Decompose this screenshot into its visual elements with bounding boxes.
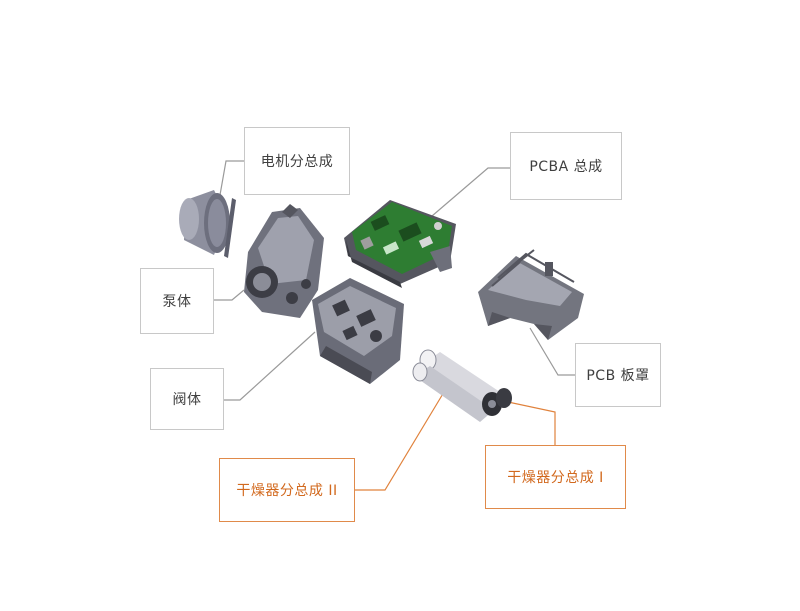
label-pcb-cover: PCB 板罩 xyxy=(575,343,661,407)
motor-part xyxy=(179,190,236,258)
label-valve-body: 阀体 xyxy=(150,368,224,430)
leader-line-pcba xyxy=(424,167,510,223)
pcb-cover-part xyxy=(478,249,584,340)
dryer-part xyxy=(412,349,512,422)
label-pump-body: 泵体 xyxy=(140,268,214,334)
label-dryer-subassembly-2: 干燥器分总成 II xyxy=(219,458,355,522)
pcba-part xyxy=(344,200,456,288)
leader-line-dryer-1 xyxy=(507,401,556,445)
leader-line-dryer-2 xyxy=(355,391,445,491)
label-dryer-subassembly-1: 干燥器分总成 I xyxy=(485,445,626,509)
label-motor-subassembly: 电机分总成 xyxy=(244,127,350,195)
pump-body-part xyxy=(244,204,324,318)
leader-line-motor xyxy=(219,160,244,196)
valve-body-part xyxy=(312,278,404,384)
leader-line-pump xyxy=(214,289,245,301)
label-pcba-assembly: PCBA 总成 xyxy=(510,132,622,200)
leader-lines xyxy=(214,160,575,491)
leader-line-valve xyxy=(224,331,316,401)
leader-line-pcb-cover xyxy=(529,327,575,376)
